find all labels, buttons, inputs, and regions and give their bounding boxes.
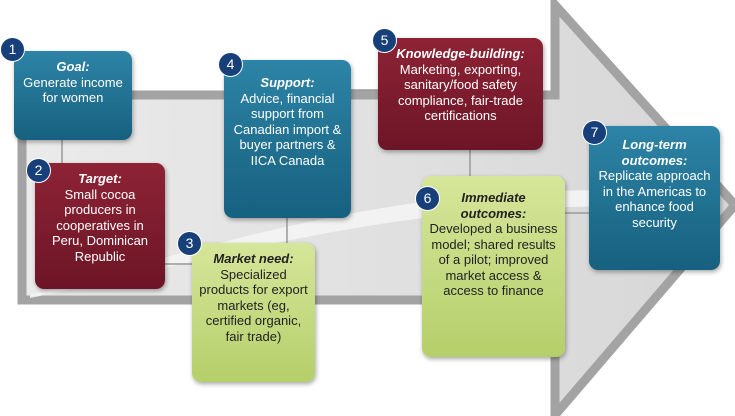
step-title: Market need: [213,251,294,266]
step-number-badge: 5 [372,28,397,53]
step-number-badge: 3 [177,231,202,256]
connector-lines [61,89,589,265]
step-market-need-box: Market need: Specialized products for ex… [192,243,315,382]
step-number-badge: 2 [26,158,51,183]
step-title: Target: [78,171,122,186]
step-knowledge-building-box: Knowledge-building: Marketing, exporting… [378,38,543,150]
step-number-badge: 4 [218,52,243,77]
step-title: Goal: [56,59,90,74]
step-title: Knowledge-building: [396,46,525,61]
step-long-term-outcomes-box: Long-term outcomes: Replicate approach i… [589,126,720,270]
step-target-box: Target: Small cocoa producers in coopera… [35,163,165,289]
step-body: Developed a business model; shared resul… [429,221,558,298]
step-title: Immediate outcomes: [460,190,527,221]
step-goal-box: Goal: Generate income for women [14,51,132,140]
step-body: Small cocoa producers in cooperatives in… [51,186,149,264]
step-title: Support: [260,75,315,90]
step-body: Replicate approach in the Americas to en… [598,168,711,230]
step-immediate-outcomes-box: Immediate outcomes: Developed a business… [422,176,565,357]
step-title: Long-term outcomes: [621,137,688,168]
step-number-badge: 6 [415,186,440,211]
step-body: Advice, financial support from Canadian … [233,90,342,168]
step-number-badge: 7 [582,120,607,145]
step-support-box: Support: Advice, financial support from … [224,60,351,218]
step-number-badge: 1 [0,37,25,62]
step-body: Specialized products for export markets … [199,266,308,344]
step-body: Generate income for women [23,74,123,106]
step-body: Marketing, exporting, sanitary/food safe… [398,61,523,124]
